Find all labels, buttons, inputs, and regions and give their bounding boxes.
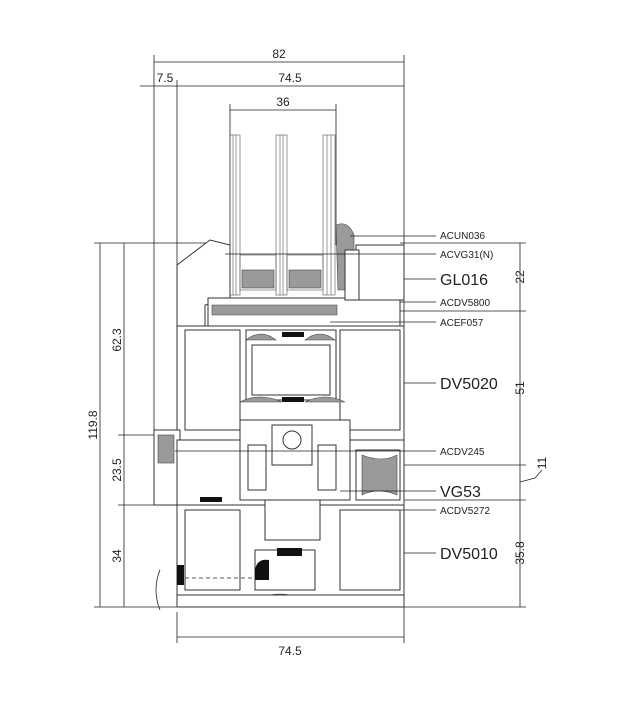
frame-profile xyxy=(155,499,405,611)
dim-total-height: 119.8 xyxy=(86,410,100,439)
dim-left-middle: 23.5 xyxy=(110,458,124,482)
label-acdv5272: ACDV5272 xyxy=(440,506,490,517)
label-acvg31n: ACVG31(N) xyxy=(440,250,493,261)
dim-sash-width: 74.5 xyxy=(278,71,302,85)
label-dv5010: DV5010 xyxy=(440,546,498,563)
dim-outer-offset: 7.5 xyxy=(157,71,174,85)
dim-left-upper: 62.3 xyxy=(110,328,124,352)
label-vg53: VG53 xyxy=(440,484,481,501)
label-acun036: ACUN036 xyxy=(440,231,485,242)
dim-right-gap: 11 xyxy=(535,456,549,469)
dim-overall-width: 82 xyxy=(272,47,286,61)
dim-bottom-width: 74.5 xyxy=(278,644,302,658)
label-gl016: GL016 xyxy=(440,272,488,289)
leader-lines xyxy=(175,235,436,554)
dim-right-lower: 35.8 xyxy=(513,541,527,565)
sash-profile xyxy=(176,239,405,441)
triple-glazing xyxy=(213,134,355,296)
label-dv5020: DV5020 xyxy=(440,376,498,393)
dim-left-lower: 34 xyxy=(110,549,124,563)
label-acef057: ACEF057 xyxy=(440,318,484,329)
label-acdv245: ACDV245 xyxy=(440,447,485,458)
dim-right-top: 22 xyxy=(513,270,527,284)
label-acdv5800: ACDV5800 xyxy=(440,298,490,309)
dim-glass-thickness: 36 xyxy=(276,95,290,109)
dimension-lines xyxy=(94,55,543,643)
dim-right-upper: 51 xyxy=(513,381,527,395)
